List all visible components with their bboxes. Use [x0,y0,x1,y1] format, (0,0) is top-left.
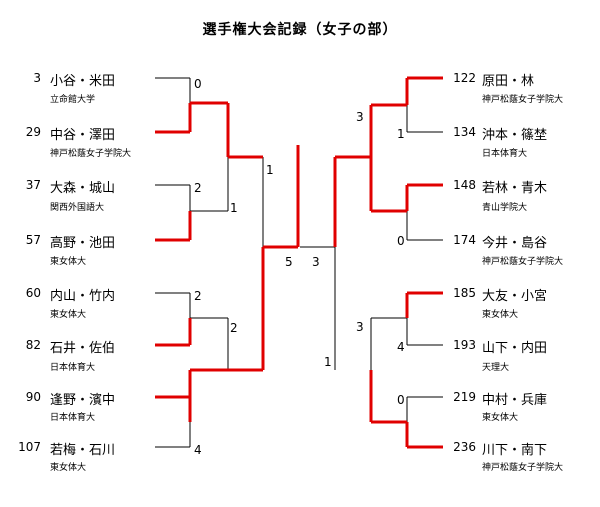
seed-number: 57 [25,233,41,247]
match-score: 0 [397,393,405,407]
player-names: 川下・南下 [482,443,548,458]
team-name: 神戸松蔭女子学院大 [482,95,564,105]
player-names: 小谷・米田 [50,74,116,89]
player-names: 若梅・石川 [50,443,116,458]
team-name: 立命館大学 [50,95,96,105]
player-names: 若林・青木 [482,181,548,196]
seed-number: 134 [453,125,476,139]
seed-number: 174 [453,233,476,247]
team-name: 東女体大 [50,257,87,267]
seed-number: 82 [25,338,41,352]
team-name: 天理大 [482,363,510,373]
player-names: 逢野・濱中 [50,393,116,408]
final-score-left: 5 [285,255,293,269]
match-score: 2 [230,321,238,335]
team-name: 日本体育大 [50,413,96,423]
team-name: 日本体育大 [482,149,528,159]
match-score: 4 [397,340,405,354]
match-score: 0 [397,234,405,248]
seed-number: 90 [25,390,41,404]
seed-number: 219 [453,390,476,404]
team-name: 日本体育大 [50,363,96,373]
team-name: 関西外国語大 [50,203,105,213]
team-name: 神戸松蔭女子学院大 [482,257,564,267]
match-score: 1 [230,201,238,215]
team-name: 東女体大 [482,413,519,423]
seed-number: 107 [18,440,41,454]
match-score: 3 [356,320,364,334]
player-names: 今井・島谷 [482,236,548,251]
seed-number: 148 [453,178,476,192]
seed-number: 29 [25,125,41,139]
player-names: 大森・城山 [50,181,116,196]
player-names: 高野・池田 [50,236,116,251]
match-score: 1 [266,163,274,177]
match-score: 3 [356,110,364,124]
player-names: 内山・竹内 [50,289,116,304]
match-score: 2 [194,289,202,303]
seed-number: 122 [453,71,476,85]
match-score: 2 [194,181,202,195]
match-score: 1 [397,127,405,141]
page-title: 選手権大会記録（女子の部） [202,22,398,38]
team-name: 東女体大 [50,463,87,473]
player-names: 石井・佐伯 [50,341,116,356]
player-names: 中谷・澤田 [50,128,116,143]
player-names: 中村・兵庫 [482,393,548,408]
seed-number: 37 [25,178,41,192]
seed-number: 60 [25,286,41,300]
team-name: 神戸松蔭女子学院大 [50,149,132,159]
match-score: 0 [194,77,202,91]
team-name: 神戸松蔭女子学院大 [482,463,564,473]
player-names: 原田・林 [482,74,535,89]
seed-number: 236 [453,440,476,454]
team-name: 東女体大 [482,310,519,320]
team-name: 青山学院大 [482,203,528,213]
player-names: 山下・内田 [482,341,548,356]
match-score: 4 [194,443,202,457]
seed-number: 3 [33,71,41,85]
seed-number: 193 [453,338,476,352]
player-names: 大友・小宮 [482,289,548,304]
team-name: 東女体大 [50,310,87,320]
final-score-right: 3 [312,255,320,269]
seed-number: 185 [453,286,476,300]
match-score: 1 [324,355,332,369]
player-names: 沖本・篠埜 [482,128,548,143]
